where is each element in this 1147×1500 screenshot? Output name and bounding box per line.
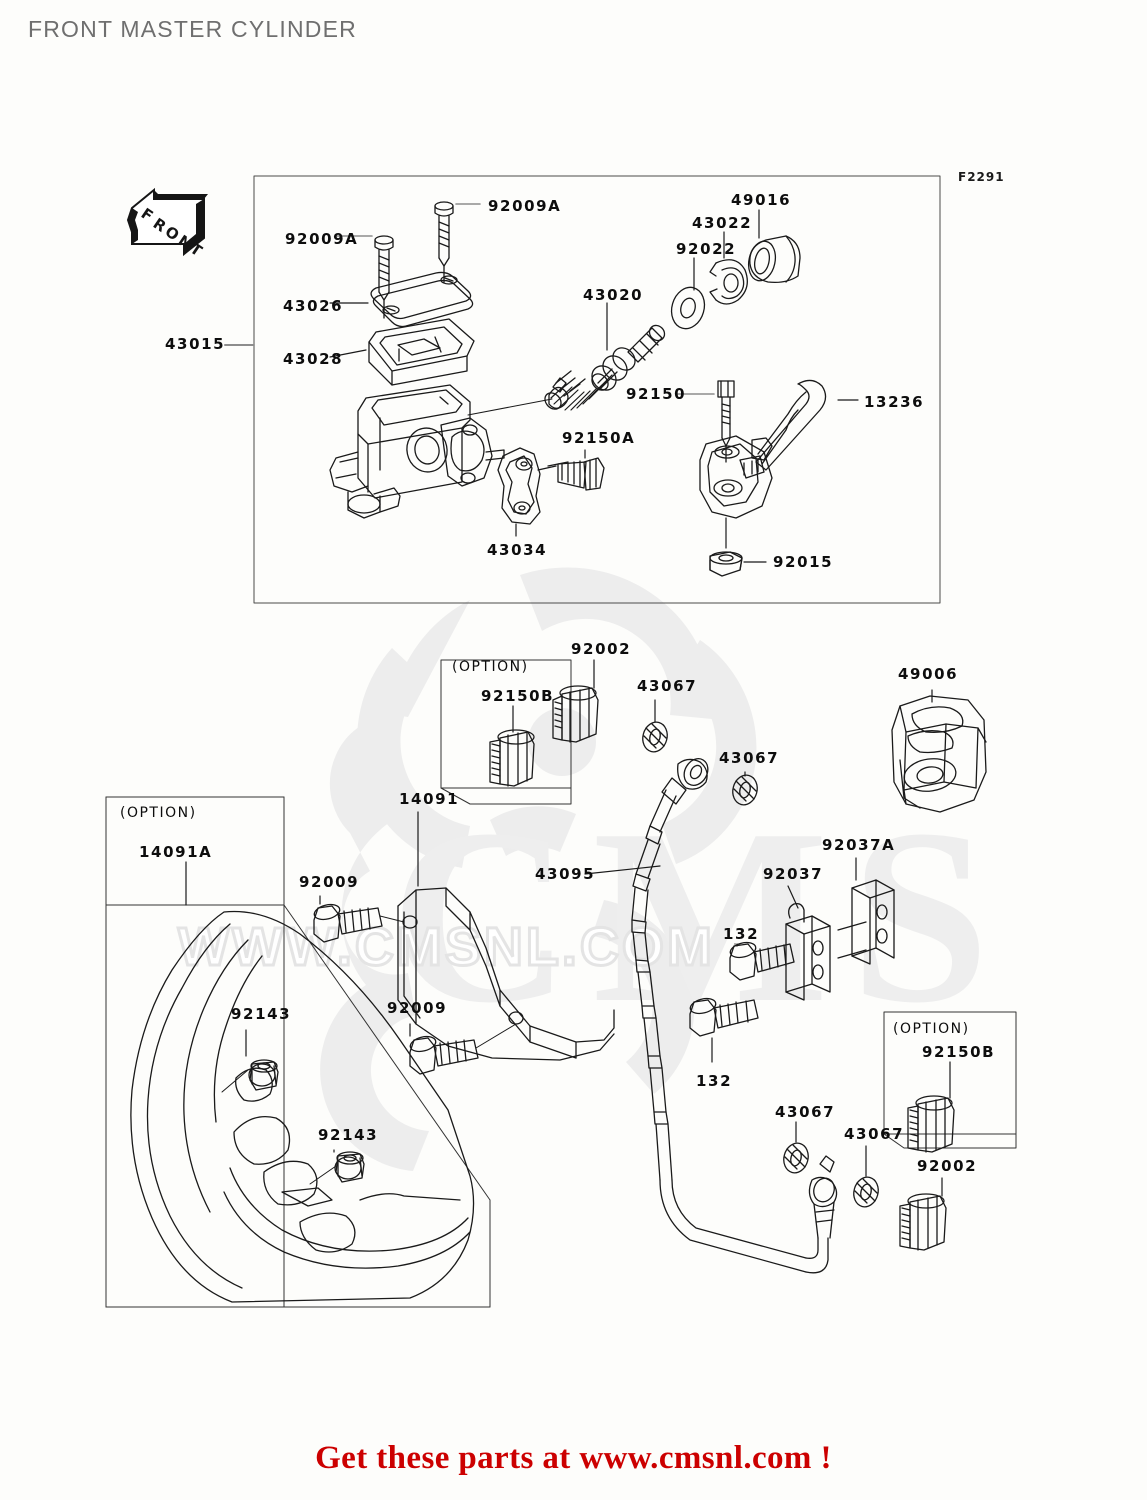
part-label-92002-lower: 92002 — [917, 1157, 978, 1175]
part-label-13236: 13236 — [864, 393, 925, 411]
part-label-43034: 43034 — [487, 541, 548, 559]
option-label-upper: (OPTION) — [452, 659, 529, 675]
part-label-92143-upper: 92143 — [231, 1005, 292, 1023]
part-label-43067-mid-b: 43067 — [719, 749, 780, 767]
part-label-92009A-top: 92009A — [488, 197, 562, 215]
part-label-92015: 92015 — [773, 553, 834, 571]
part-label-14091: 14091 — [399, 790, 460, 808]
option-label-lower-right: (OPTION) — [893, 1021, 970, 1037]
part-label-132-lower: 132 — [696, 1072, 733, 1090]
part-label-92009-lower: 92009 — [387, 999, 448, 1017]
part-label-92143-lower: 92143 — [318, 1126, 379, 1144]
part-label-132-upper: 132 — [723, 925, 760, 943]
page-title: FRONT MASTER CYLINDER — [28, 16, 357, 42]
part-label-43022: 43022 — [692, 214, 753, 232]
part-label-92037A: 92037A — [822, 836, 896, 854]
part-label-92150B-lower: 92150B — [922, 1043, 996, 1061]
part-label-92037: 92037 — [763, 865, 824, 883]
part-label-43067-low-a: 43067 — [775, 1103, 836, 1121]
part-label-49006: 49006 — [898, 665, 959, 683]
part-label-92150: 92150 — [626, 385, 687, 403]
part-label-43026: 43026 — [283, 297, 344, 315]
part-label-43095: 43095 — [535, 865, 596, 883]
svg-text:CMS: CMS — [390, 778, 1012, 1055]
part-label-92150A: 92150A — [562, 429, 636, 447]
front-direction-marker: F R O N T — [126, 187, 208, 260]
part-label-43067-mid-a: 43067 — [637, 677, 698, 695]
part-label-43015: 43015 — [165, 335, 226, 353]
part-label-92022: 92022 — [676, 240, 737, 258]
part-label-49016: 49016 — [731, 191, 792, 209]
part-label-92002-upper: 92002 — [571, 640, 632, 658]
part-label-43020: 43020 — [583, 286, 644, 304]
footer-promo-text: Get these parts at www.cmsnl.com ! — [315, 1440, 832, 1476]
option-label-lower-left: (OPTION) — [120, 805, 197, 821]
part-label-14091A: 14091A — [139, 843, 213, 861]
part-label-92150B-upper: 92150B — [481, 687, 555, 705]
part-label-43028: 43028 — [283, 350, 344, 368]
part-label-43067-low-b: 43067 — [844, 1125, 905, 1143]
part-label-92009-upper: 92009 — [299, 873, 360, 891]
part-label-92009A-left: 92009A — [285, 230, 359, 248]
sheet-code: F2291 — [958, 170, 1005, 184]
svg-text:WWW.CMSNL.COM: WWW.CMSNL.COM — [178, 917, 715, 977]
